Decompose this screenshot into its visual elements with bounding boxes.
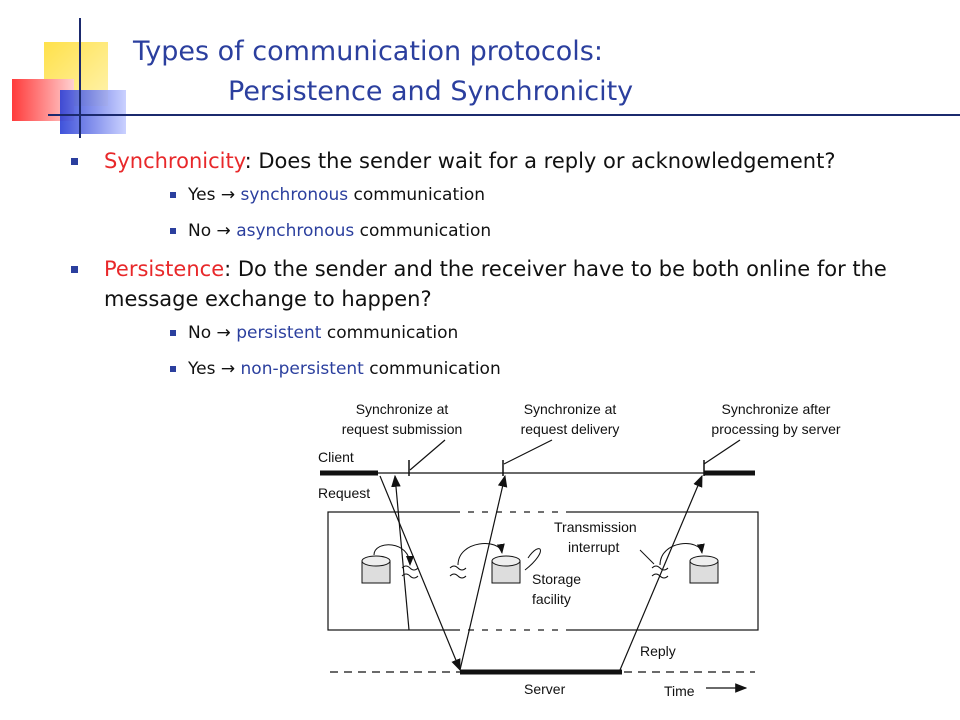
bullet-square-icon	[170, 192, 176, 198]
bullet-square-icon	[170, 228, 176, 234]
bullet-list: Synchronicity: Does the sender wait for …	[66, 146, 956, 392]
label-transmission-1: Transmission	[554, 519, 637, 535]
sync-points-diagram: Synchronize at request submission Synchr…	[318, 401, 841, 699]
sub-bullet-tail: communication	[348, 185, 486, 205]
reply-path	[619, 474, 703, 671]
bullet-synchronicity: Synchronicity: Does the sender wait for …	[66, 146, 956, 176]
label-sync-after-1: Synchronize after	[722, 401, 831, 417]
title-underline	[48, 114, 960, 116]
label-sync-delivery-2: request delivery	[521, 421, 620, 437]
sub-bullet-lead: Yes	[188, 185, 221, 205]
storage-cylinder-icon	[361, 555, 391, 584]
sub-bullet-non-persistent: Yes → non-persistent communication	[66, 356, 956, 382]
bullet-text: : Does the sender wait for a reply or ac…	[244, 149, 836, 173]
right-arrow-icon: →	[216, 323, 231, 343]
bullet-persistence: Persistence: Do the sender and the recei…	[66, 254, 956, 314]
right-arrow-icon: →	[220, 185, 236, 205]
term-non-persistent: non-persistent	[240, 359, 364, 379]
sub-bullet-lead: Yes	[188, 359, 221, 379]
bullet-square-icon	[170, 330, 176, 336]
store-arrow	[524, 548, 541, 571]
store-arrow	[457, 543, 505, 566]
pointer-line	[703, 439, 741, 465]
request-path	[379, 475, 461, 672]
term-persistence: Persistence	[104, 257, 225, 281]
sub-bullet-tail: communication	[321, 323, 459, 343]
title-line-2: Persistence and Synchronicity	[228, 76, 634, 107]
label-sync-submission-1: Synchronize at	[356, 401, 449, 417]
bullet-square-icon	[71, 266, 78, 273]
sub-bullet-persistent: No → persistent communication	[66, 320, 956, 346]
store-arrow	[659, 543, 705, 566]
storage-cylinder-icon	[689, 555, 719, 584]
interrupt-squiggle	[651, 565, 669, 571]
bullet-text: : Do the sender and the receiver have to…	[104, 257, 887, 311]
sub-bullet-tail: communication	[354, 221, 492, 241]
right-arrow-icon: →	[220, 359, 236, 379]
term-synchronous: synchronous	[240, 185, 349, 205]
label-request: Request	[318, 485, 370, 501]
title-line-1: Types of communication protocols:	[133, 36, 603, 67]
right-arrow-icon: →	[216, 221, 231, 241]
pointer-line	[639, 549, 655, 565]
sub-bullet-asynchronous: No → asynchronous communication	[66, 218, 956, 244]
storage-cylinder-icon	[491, 555, 521, 584]
label-reply: Reply	[640, 643, 676, 659]
interrupt-squiggle	[449, 565, 467, 571]
label-transmission-2: interrupt	[568, 539, 619, 555]
label-sync-submission-2: request submission	[342, 421, 463, 437]
label-storage-2: facility	[532, 591, 571, 607]
store-arrow	[373, 544, 414, 566]
bullet-square-icon	[71, 158, 78, 165]
label-time: Time	[664, 683, 695, 699]
sub-bullet-tail: communication	[363, 359, 501, 379]
sub-bullet-synchronous: Yes → synchronous communication	[66, 182, 956, 208]
ack-path	[391, 474, 410, 631]
interrupt-squiggle	[449, 573, 467, 579]
ack-path	[459, 474, 508, 671]
term-persistent: persistent	[236, 323, 322, 343]
page-title: Types of communication protocols: Persis…	[133, 32, 633, 112]
decor-blue-square	[60, 90, 126, 134]
pointer-line	[409, 439, 446, 471]
label-sync-after-2: processing by server	[711, 421, 841, 437]
label-storage-1: Storage	[532, 571, 581, 587]
middleware-box	[327, 511, 759, 631]
sub-bullet-lead: No	[188, 323, 217, 343]
decor-vertical-line	[79, 18, 81, 138]
label-sync-delivery-1: Synchronize at	[524, 401, 617, 417]
bullet-square-icon	[170, 366, 176, 372]
term-asynchronous: asynchronous	[236, 221, 355, 241]
term-synchronicity: Synchronicity	[104, 149, 245, 173]
interrupt-squiggle	[401, 565, 419, 571]
sub-bullet-lead: No	[188, 221, 217, 241]
label-server: Server	[524, 681, 566, 697]
pointer-line	[503, 439, 553, 465]
label-client: Client	[318, 449, 354, 465]
